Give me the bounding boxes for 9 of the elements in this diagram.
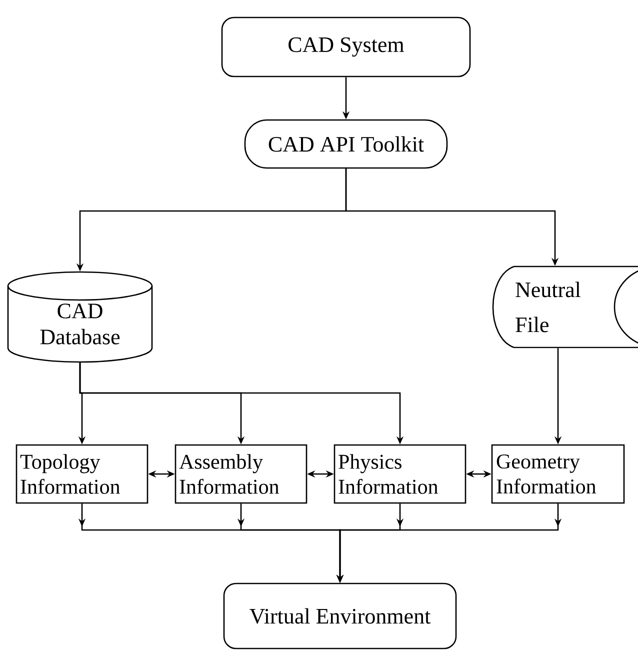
terminal-box: CAD System bbox=[221, 16, 471, 78]
database-cylinder: CAD Database bbox=[7, 271, 153, 363]
terminal-box: Virtual Environment bbox=[223, 582, 457, 650]
process-box: Assembly Information bbox=[174, 444, 308, 504]
process-box: CAD API Toolkit bbox=[244, 119, 448, 169]
process-box: Physics Information bbox=[334, 444, 466, 504]
node-label: CAD Database bbox=[40, 304, 120, 344]
process-box: Topology Information bbox=[16, 444, 148, 504]
process-box: Geometry Information bbox=[491, 444, 625, 504]
